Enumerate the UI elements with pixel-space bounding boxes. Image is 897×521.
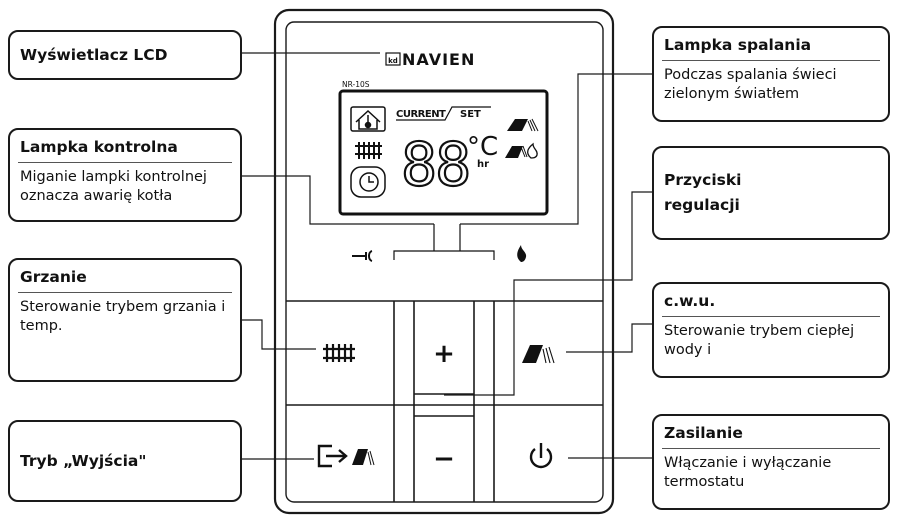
leader-lines: [242, 52, 652, 460]
flame-icon: [517, 245, 527, 262]
callout-adjust-buttons-title: Przyciski regulacji: [664, 171, 742, 214]
callout-exit-mode-title: Tryb „Wyjścia": [20, 452, 147, 470]
lcd-radiator-icon: [355, 142, 382, 159]
callout-divider: [18, 162, 232, 163]
callout-heating-desc: Sterowanie trybem grzania i temp.: [20, 299, 226, 334]
callout-control-lamp: Lampka kontrolna Miganie lampki kontroln…: [8, 128, 242, 222]
exit-mode-button[interactable]: [288, 407, 392, 500]
lcd-hours: hr: [477, 159, 489, 170]
callout-dhw: c.w.u. Sterowanie trybem ciepłej wody i: [652, 282, 890, 378]
callout-power-title: Zasilanie: [664, 424, 743, 442]
exit-tap-icon: [352, 449, 375, 466]
power-button[interactable]: [496, 407, 601, 500]
callout-dhw-desc: Sterowanie trybem ciepłej wody i: [664, 323, 855, 358]
power-icon: [529, 443, 553, 469]
brand-prefix: kd: [388, 57, 398, 65]
callout-adjust-buttons: Przyciski regulacji: [652, 146, 890, 240]
dhw-tap-icon: [522, 345, 555, 364]
callout-dhw-title: c.w.u.: [664, 292, 716, 310]
radiator-icon: [323, 344, 355, 362]
wrench-icon: [352, 250, 373, 262]
lcd-digits: 88: [401, 130, 469, 200]
brand-name: NAVIEN: [402, 50, 475, 69]
lcd-set-label: SET: [460, 109, 481, 120]
exit-arrow-icon: [317, 444, 348, 468]
navien-logo: kd NAVIEN: [385, 50, 475, 69]
model-tag: NR-10S: [342, 80, 370, 89]
callout-lcd: Wyświetlacz LCD: [8, 30, 242, 80]
callout-control-lamp-title: Lampka kontrolna: [20, 138, 178, 156]
lcd-unit: °C: [467, 132, 498, 162]
house-thermometer-icon: [350, 106, 386, 132]
callout-heating-title: Grzanie: [20, 268, 87, 286]
callout-control-lamp-desc: Miganie lampki kontrolnej oznacza awarię…: [20, 169, 207, 204]
clock-icon: [350, 166, 386, 198]
callout-divider: [662, 60, 880, 61]
callout-divider: [662, 448, 880, 449]
lcd-current-label: CURRENT: [396, 109, 446, 120]
lcd-screen: [338, 89, 549, 216]
indicator-bracket: [393, 250, 495, 260]
callout-divider: [18, 292, 232, 293]
callout-power: Zasilanie Włączanie i wyłączanie termost…: [652, 414, 890, 510]
callout-lcd-title: Wyświetlacz LCD: [20, 46, 168, 64]
callout-burn-lamp-title: Lampka spalania: [664, 36, 812, 54]
tap-flame-icon: [505, 142, 538, 159]
callout-heating: Grzanie Sterowanie trybem grzania i temp…: [8, 258, 242, 382]
callout-exit-mode: Tryb „Wyjścia": [8, 420, 242, 502]
callout-power-desc: Włączanie i wyłączanie termostatu: [664, 455, 832, 490]
tap-icon: [507, 118, 539, 132]
minus-label: −: [433, 444, 455, 474]
callout-divider: [662, 316, 880, 317]
lcd-label-bracket: [396, 106, 491, 121]
plus-label: +: [433, 339, 455, 369]
dhw-button[interactable]: [496, 303, 601, 403]
callout-burn-lamp: Lampka spalania Podczas spalania świeci …: [652, 26, 890, 122]
callout-burn-lamp-desc: Podczas spalania świeci zielonym światłe…: [664, 67, 837, 102]
